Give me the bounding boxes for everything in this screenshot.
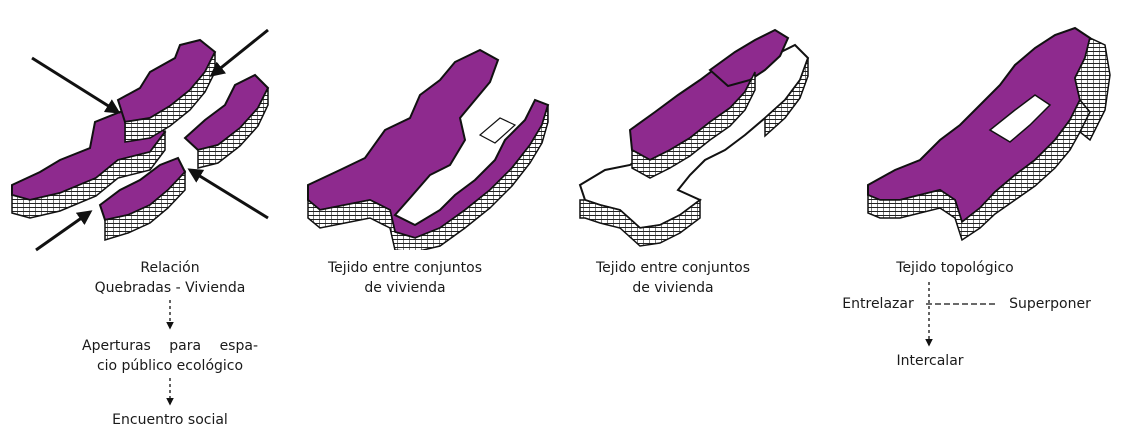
flow-step-aperturas-2: cio público ecológico [96,358,244,374]
arrow-inward [35,210,93,252]
flow-step-encuentro: Encuentro social [112,412,228,428]
caption-line-2: de vivienda [632,280,714,296]
flow-connectors [166,300,174,406]
panel-tejido-2: Tejido entre conjuntos de vivienda [560,0,830,436]
arrow-inward [187,168,269,220]
isometric-housing-blocks-3 [578,28,810,247]
flow-step-aperturas-1: Aperturas para espa- [82,338,258,354]
caption-line-2: de vivienda [364,280,446,296]
caption-topologico: Tejido topológico [896,260,1014,276]
panel-relacion: Relación Quebradas - Vivienda Aperturas … [0,0,290,436]
caption-line-1: Tejido entre conjuntos [327,260,483,276]
topology-connectors [925,282,995,347]
term-intercalar: Intercalar [896,353,964,369]
isometric-housing-blocks-2 [307,48,550,250]
arrow-inward [209,28,269,77]
caption-line-1: Tejido entre conjuntos [595,260,751,276]
housing-facade [307,104,549,250]
caption-line-2: Quebradas - Vivienda [94,280,246,296]
term-entrelazar: Entrelazar [842,296,914,312]
housing-block [708,28,790,88]
housing-block [183,73,270,169]
isometric-housing-blocks-1 [11,28,270,252]
arrow-inward [31,56,121,114]
caption-line-1: Relación [140,260,200,276]
term-superponer: Superponer [1009,296,1091,312]
isometric-housing-blocks-4 [867,26,1111,242]
housing-block [98,156,187,242]
panel-tejido-1: Tejido entre conjuntos de vivienda [290,0,560,436]
panel-tejido-topologico: Tejido topológico Entrelazar Superponer … [830,0,1131,436]
